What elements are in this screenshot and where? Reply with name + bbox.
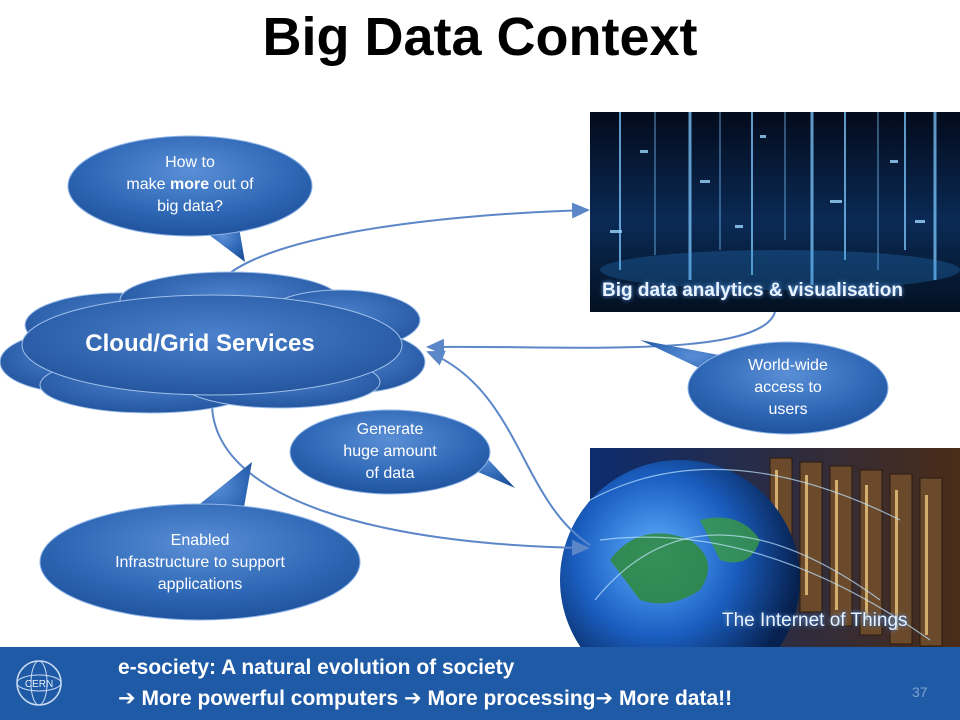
callout-generate-text: Generate huge amount of data	[310, 419, 470, 485]
cern-logo-text: CERN	[25, 679, 53, 690]
arrow-right-icon: ➔	[404, 686, 422, 710]
world-wide-line3: users	[768, 401, 808, 418]
how-to-line3: big data?	[157, 198, 223, 215]
cloud-label: Cloud/Grid Services	[85, 330, 315, 357]
footer-item3: More data!!	[618, 687, 733, 710]
world-wide-line1: World-wide	[748, 357, 828, 374]
analytics-panel	[590, 112, 960, 312]
callout-how-to	[67, 135, 313, 262]
footer-item2: More processing	[427, 687, 596, 710]
connector-iot-to-cloud	[426, 350, 591, 546]
cloud-shape	[0, 271, 426, 414]
slide-title: Big Data Context	[262, 7, 698, 67]
callout-enabled-text: Enabled Infrastructure to support applic…	[70, 530, 330, 596]
callout-how-to-text: How to make more out of big data?	[90, 152, 290, 218]
iot-panel	[560, 448, 960, 700]
callout-world-wide-text: World-wide access to users	[708, 355, 868, 421]
world-wide-line2: access to	[754, 379, 822, 396]
generate-line2: huge amount	[343, 443, 437, 460]
footer-bar	[0, 647, 960, 720]
generate-line1: Generate	[356, 421, 424, 438]
footer-line1: e-society: A natural evolution of societ…	[118, 656, 515, 679]
how-to-line2-suffix: out of	[209, 176, 254, 193]
how-to-line2-prefix: make	[126, 176, 170, 193]
page-number: 37	[912, 684, 928, 700]
cern-logo-icon: CERN	[16, 660, 62, 706]
footer-item1: More powerful computers	[141, 687, 399, 710]
enabled-line3: applications	[157, 576, 243, 593]
generate-line3: of data	[365, 465, 415, 482]
how-to-line1: How to	[165, 154, 215, 171]
callout-generate	[289, 409, 515, 495]
callout-world-wide	[640, 340, 889, 435]
analytics-caption: Big data analytics & visualisation	[602, 280, 903, 301]
arrow-right-icon: ➔	[595, 686, 614, 710]
how-to-line2-emphasis: more	[169, 176, 210, 193]
connector-cloud-to-iot	[211, 404, 590, 556]
how-to-line2: make more out of	[90, 174, 290, 196]
enabled-line2: Infrastructure to support	[115, 554, 285, 571]
callout-enabled	[39, 462, 361, 621]
connector-analytics-to-cloud	[426, 311, 776, 355]
footer-line2: ➔ More powerful computers ➔ More process…	[118, 686, 732, 711]
arrow-right-icon: ➔	[118, 686, 136, 710]
iot-caption: The Internet of Things	[722, 610, 908, 631]
enabled-line1: Enabled	[170, 532, 230, 549]
